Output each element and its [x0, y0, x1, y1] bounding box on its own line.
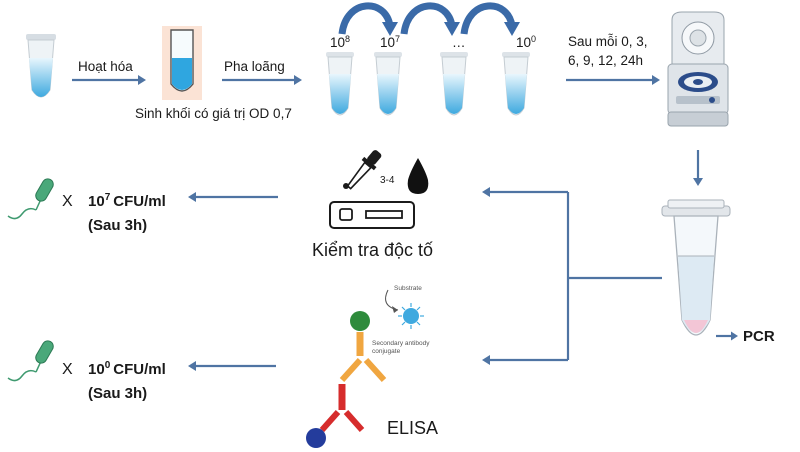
result-top-x: X — [62, 193, 73, 210]
dilution-label: Pha loãng — [224, 59, 285, 74]
timepoints-arrow — [566, 75, 660, 85]
dilution-tube-1 — [326, 52, 354, 116]
centrifuge-down-arrow — [693, 150, 703, 186]
serial-transfer-arrows — [338, 2, 520, 36]
dilution-ellipsis: … — [452, 35, 466, 50]
secondary-antibody-label-line1: Secondary antibody — [372, 340, 430, 347]
result-bottom-x: X — [62, 361, 73, 378]
drop-count-label: 3-4 — [380, 175, 395, 186]
timepoints-label-line1: Sau mỗi 0, 3, — [568, 34, 648, 49]
toxin-test-label: Kiểm tra độc tố — [312, 240, 433, 260]
substrate-label: Substrate — [394, 285, 422, 292]
toxin-result-arrow — [188, 192, 278, 202]
bacterium-icon-bottom — [7, 340, 54, 382]
elisa-label: ELISA — [387, 418, 438, 438]
initial-culture-tube — [26, 34, 56, 98]
elisa-antibody-icon — [306, 311, 387, 448]
activation-arrow — [72, 75, 146, 85]
dilution-tube-4 — [502, 52, 530, 116]
dilution-tube-3 — [440, 52, 468, 116]
centrifuge-icon — [667, 11, 729, 127]
culture-flask-icon — [162, 26, 202, 100]
feedback-branch-lines — [482, 187, 662, 365]
substrate-enzyme-icon — [385, 289, 424, 329]
activation-label: Hoạt hóa — [78, 59, 133, 74]
result-bottom-time: (Sau 3h) — [88, 385, 147, 402]
bacterium-icon-top — [7, 178, 54, 220]
elisa-result-arrow — [188, 361, 276, 371]
dilution-label-2: 107 — [380, 34, 400, 50]
biomass-label: Sinh khối có giá trị OD 0,7 — [135, 106, 292, 121]
dilution-arrow — [222, 75, 302, 85]
secondary-antibody-label-line2: conjugate — [372, 348, 401, 355]
toxin-test-kit-icon — [329, 150, 429, 229]
pcr-sample-tube — [661, 199, 731, 336]
dilution-label-4: 100 — [516, 34, 536, 50]
dilution-label-1: 108 — [330, 34, 350, 50]
pcr-arrow — [716, 331, 738, 341]
dilution-tube-2 — [374, 52, 402, 116]
timepoints-label-line2: 6, 9, 12, 24h — [568, 53, 643, 68]
pcr-label: PCR — [743, 328, 775, 345]
result-top-time: (Sau 3h) — [88, 217, 147, 234]
